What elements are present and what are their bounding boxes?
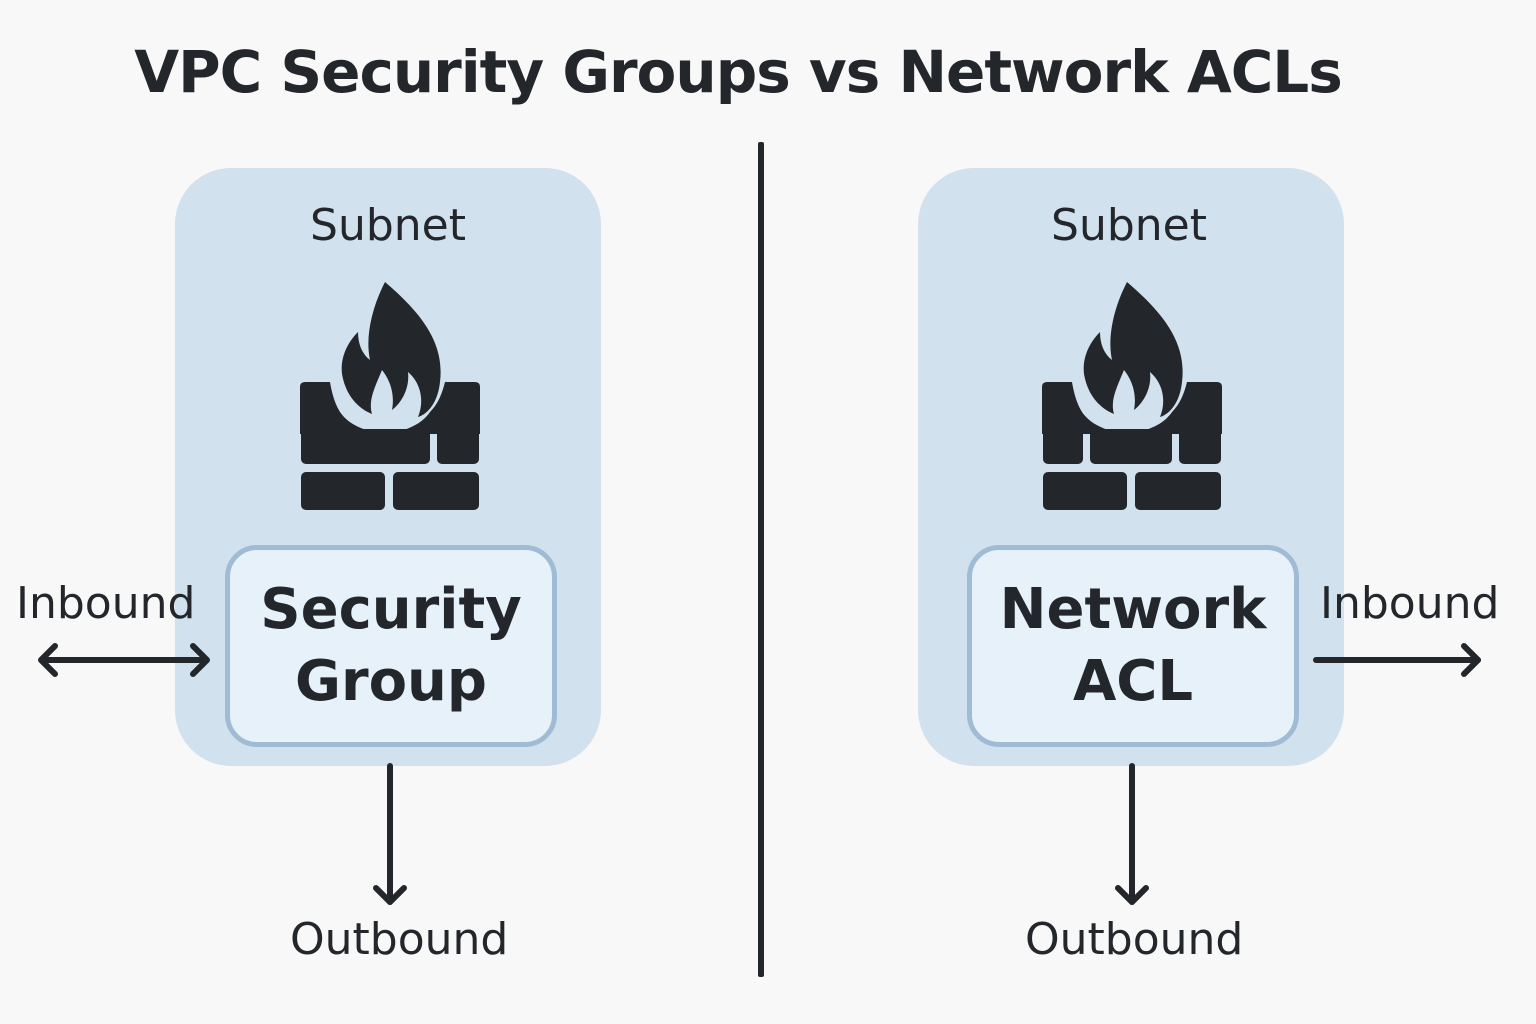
firewall-icon (300, 282, 480, 510)
bidirectional-arrow-icon (38, 643, 210, 677)
subnet-label-left: Subnet (310, 200, 466, 251)
outbound-arrow-left-icon (373, 763, 407, 905)
outbound-arrow-right-icon (1115, 763, 1149, 905)
inbound-arrow-right-icon (1313, 643, 1481, 677)
inbound-label-right: Inbound (1320, 578, 1500, 629)
security-group-line2: Group (294, 649, 487, 714)
inbound-label-left: Inbound (16, 578, 196, 629)
network-acl-box: Network ACL (967, 545, 1299, 747)
network-acl-line1: Network (999, 577, 1267, 642)
security-group-box: Security Group (225, 545, 557, 747)
diagram-title: VPC Security Groups vs Network ACLs (134, 38, 1343, 106)
subnet-label-right: Subnet (1051, 200, 1207, 251)
security-group-line1: Security (260, 577, 522, 642)
firewall-icon (1042, 282, 1222, 510)
center-divider (758, 142, 764, 977)
outbound-label-left: Outbound (290, 914, 509, 965)
network-acl-line2: ACL (1072, 649, 1194, 714)
outbound-label-right: Outbound (1025, 914, 1244, 965)
